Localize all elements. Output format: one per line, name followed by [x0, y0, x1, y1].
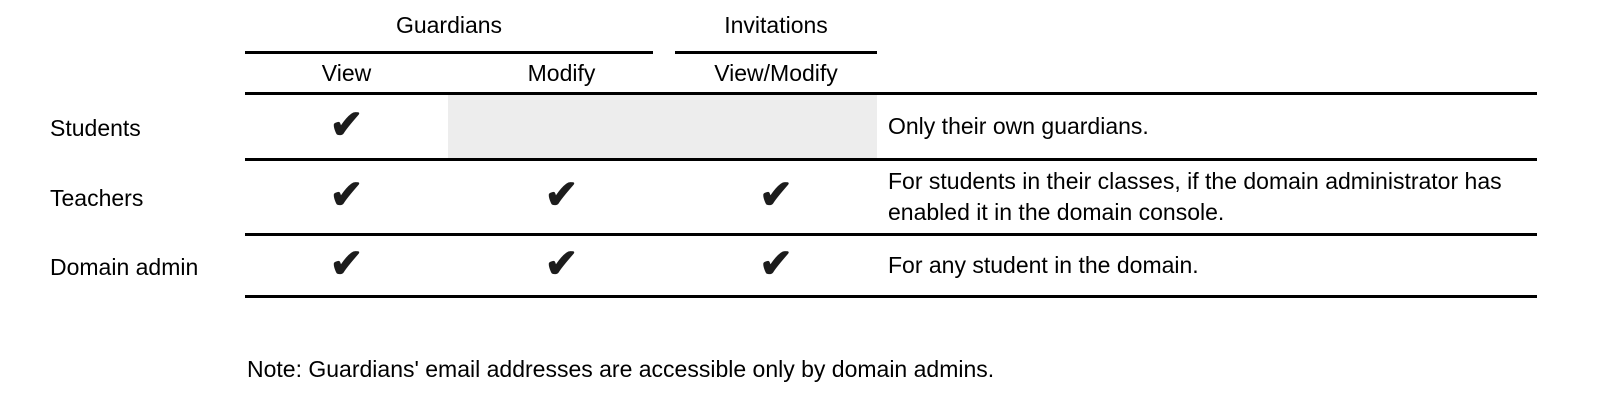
checkmark-icon: ✔: [544, 241, 579, 286]
checkmark-icon: ✔: [544, 173, 579, 217]
column-header-view: View: [245, 54, 448, 95]
domain-admin-guardians-view-cell: ✔: [245, 236, 448, 298]
group-header-spacer-right: [877, 0, 1537, 54]
domain-admin-guardians-modify-cell: ✔: [448, 236, 675, 298]
row-description-teachers: For students in their classes, if the do…: [877, 161, 1537, 236]
checkmark-icon: ✔: [329, 241, 364, 286]
column-group-invitations: Invitations: [675, 0, 877, 54]
permissions-table: Guardians Invitations View Modify View/M…: [0, 0, 1537, 298]
checkmark-icon: ✔: [329, 173, 364, 217]
row-label-students: Students: [50, 114, 141, 141]
row-label-teachers: Teachers: [50, 185, 144, 211]
column-header-description-spacer: [877, 54, 1537, 95]
table-row-domain-admin: Domain admin ✔ ✔ ✔ For any student in th…: [0, 236, 1537, 298]
group-header-spacer: [0, 0, 245, 54]
column-header-spacer: [0, 54, 245, 95]
column-group-header-row: Guardians Invitations: [0, 0, 1537, 54]
teachers-guardians-view-cell: ✔: [245, 161, 448, 236]
column-header-modify: Modify: [448, 54, 675, 95]
table-row-students: Students ✔ Only their own guardians.: [0, 95, 1537, 161]
row-description-students: Only their own guardians.: [877, 95, 1537, 161]
column-group-guardians: Guardians: [245, 0, 653, 54]
column-header-view-modify: View/Modify: [675, 54, 877, 95]
students-not-applicable-shaded-cell: [448, 95, 877, 161]
teachers-invitations-view-modify-cell: ✔: [675, 161, 877, 236]
checkmark-icon: ✔: [759, 241, 793, 286]
row-label-domain-admin: Domain admin: [50, 253, 199, 280]
column-header-row: View Modify View/Modify: [0, 54, 1537, 95]
domain-admin-invitations-view-modify-cell: ✔: [675, 236, 877, 298]
footnote-text: Note: Guardians' email addresses are acc…: [247, 356, 995, 382]
table-row-teachers: Teachers ✔ ✔ ✔ For students in their cla…: [0, 161, 1537, 236]
students-guardians-view-cell: ✔: [245, 95, 448, 161]
checkmark-icon: ✔: [329, 102, 364, 147]
row-description-domain-admin: For any student in the domain.: [877, 236, 1537, 298]
checkmark-icon: ✔: [759, 173, 793, 217]
teachers-guardians-modify-cell: ✔: [448, 161, 675, 236]
